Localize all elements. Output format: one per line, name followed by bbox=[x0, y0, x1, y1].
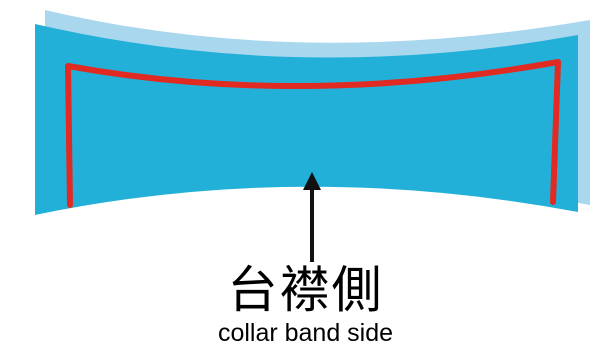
arrow-head bbox=[303, 172, 321, 190]
label-en: collar band side bbox=[217, 319, 394, 347]
band-front-layer bbox=[35, 24, 578, 215]
label-cjk: 台襟側 bbox=[227, 261, 384, 319]
stitch-line bbox=[65, 59, 561, 208]
